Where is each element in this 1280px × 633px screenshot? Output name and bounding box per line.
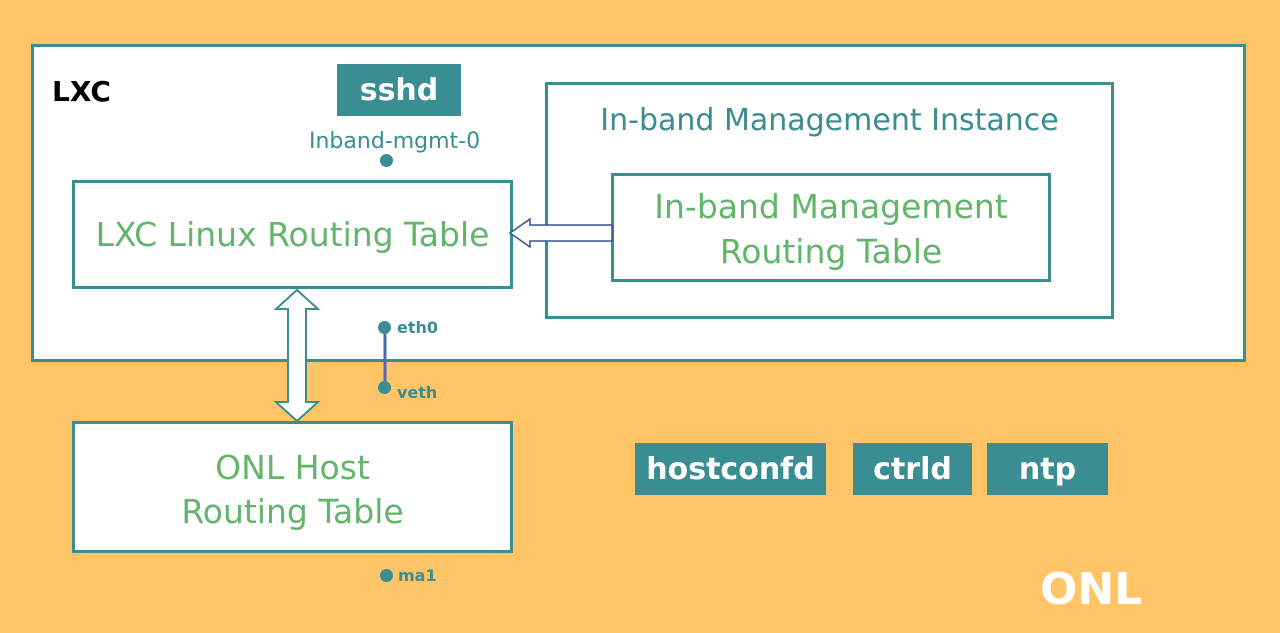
inband-mgmt-label: Inband-mgmt-0 [309,129,481,154]
onl-host-routing-table: ONL Host Routing Table [72,421,513,553]
ctrld-service: ctrld [853,443,972,495]
eth0-label: eth0 [397,318,439,337]
hostconfd-service: hostconfd [635,443,826,495]
double-vertical-arrow [273,288,321,423]
veth-dot [378,381,391,394]
ma1-dot [380,569,393,582]
onl-title: ONL [1040,564,1143,615]
lxc-linux-routing-table: LXC Linux Routing Table [72,180,513,289]
lxc-title: LXC [52,75,111,108]
veth-label: veth [397,383,438,402]
onl-rt-line1: ONL Host [215,448,370,487]
left-arrow [508,217,613,249]
mgmt-rt-line2: Routing Table [719,232,943,271]
lxc-routing-table-label: LXC Linux Routing Table [95,215,490,254]
sshd-service: sshd [337,64,461,116]
mgmt-rt-line1: In-band Management [654,187,1008,226]
ntp-service: ntp [987,443,1108,495]
eth0-dot [378,321,391,334]
inband-mgmt-dot [380,154,393,167]
inband-management-routing-table: In-band Management Routing Table [611,173,1051,282]
ma1-label: ma1 [398,566,437,585]
mgmt-instance-title: In-band Management Instance [600,103,1059,138]
onl-rt-line2: Routing Table [181,492,404,531]
